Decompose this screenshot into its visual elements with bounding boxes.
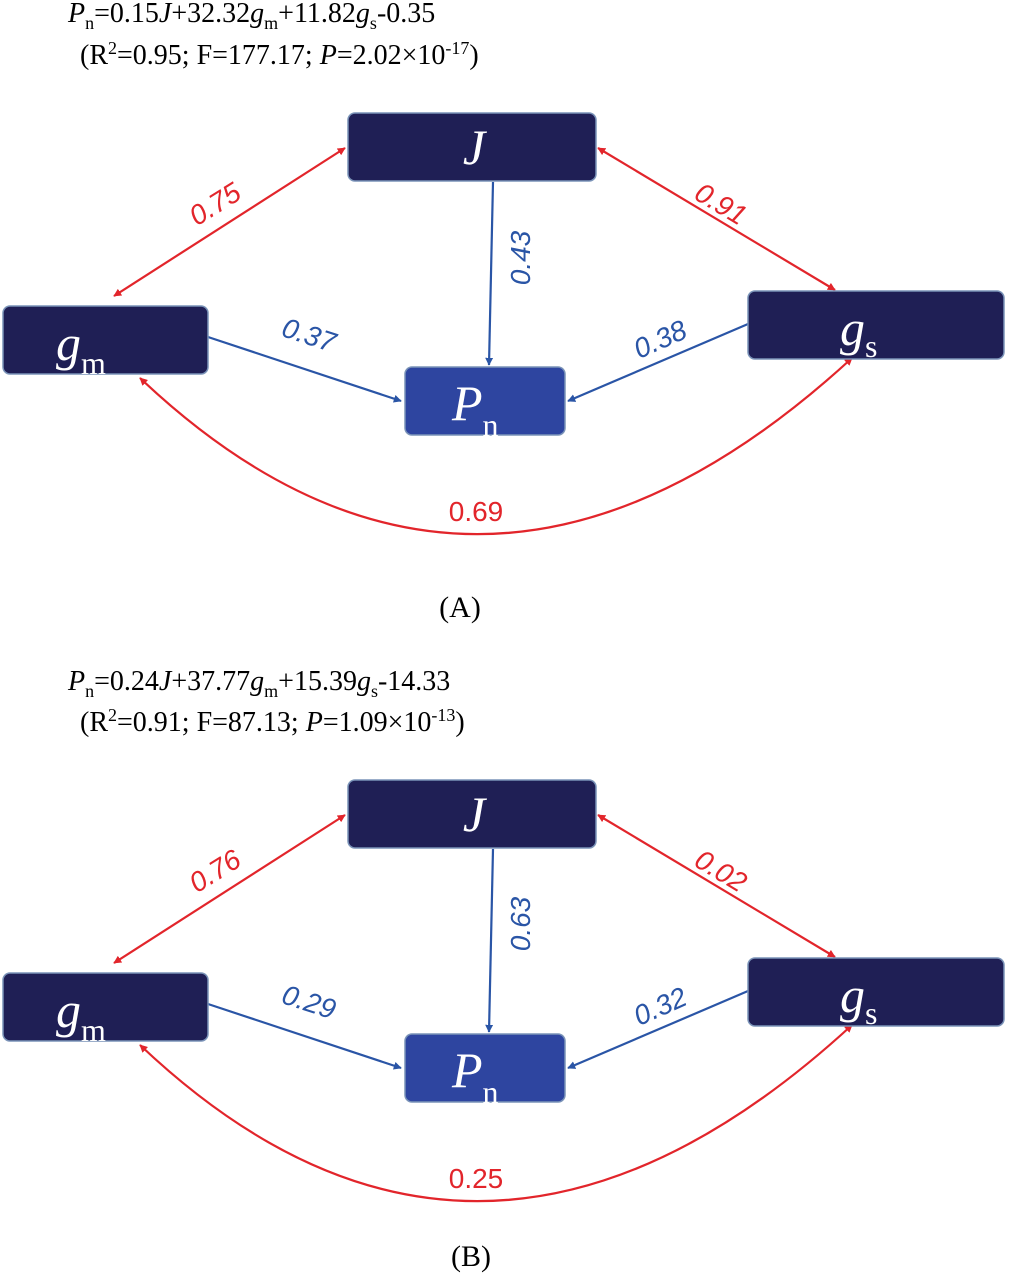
regression-statistics: (R2=0.91; F=87.13; P=1.09×10-13) [80,705,465,738]
corr-arrow-j-gs [597,147,836,291]
coef-gm-pn: 0.29 [278,979,339,1025]
coef-gm-pn: 0.37 [278,312,341,359]
svg-text:J: J [463,786,488,842]
path-arrow-j-pn [485,848,495,1033]
panel-a: Pn=0.15J+32.32gm+11.82gs-0.35 (R2=0.95; … [2,0,1005,624]
path-arrow-j-pn [485,181,495,366]
path-arrow-gm-pn [207,335,402,403]
panel-label: (A) [439,591,481,624]
regression-equation: Pn=0.24J+37.77gm+15.39gs-14.33 [67,666,450,701]
corr-arrow-j-gm [113,147,346,297]
svg-text:gs: gs [840,967,877,1031]
svg-text:gs: gs [840,300,877,364]
coef-j-pn: 0.63 [505,896,536,951]
corr-arrow-j-gs [597,814,836,958]
svg-text:J: J [463,119,488,175]
svg-text:Pn: Pn [451,375,499,443]
corr-arrow-gm-gs [139,1024,853,1203]
coef-j-pn: 0.43 [505,230,536,285]
coef-gs-pn: 0.38 [629,314,692,365]
path-arrow-gs-pn [567,322,749,403]
svg-text:gm: gm [56,315,106,381]
svg-text:Pn: Pn [451,1042,499,1110]
coef-j-gs: 0.02 [690,844,753,899]
node-j: J [347,779,597,849]
node-gs: gs [747,957,1005,1031]
path-arrow-gm-pn [207,1002,402,1070]
corr-arrow-gm-gs [139,357,853,536]
coef-gm-gs: 0.69 [449,496,504,527]
coef-gm-gs: 0.25 [449,1163,504,1194]
panel-label: (B) [451,1240,491,1273]
coef-j-gm: 0.76 [184,843,247,898]
coef-j-gs: 0.91 [690,177,753,232]
panel-b: Pn=0.24J+37.77gm+15.39gs-14.33 (R2=0.91;… [2,666,1005,1273]
path-arrow-gs-pn [567,989,749,1070]
svg-text:gm: gm [56,982,106,1048]
coef-j-gm: 0.75 [184,176,247,231]
node-j: J [347,112,597,182]
node-pn: Pn [404,1033,566,1110]
node-pn: Pn [404,366,566,443]
corr-arrow-j-gm [113,814,346,964]
node-gs: gs [747,290,1005,364]
coef-gs-pn: 0.32 [629,981,692,1032]
node-gm: gm [2,972,209,1048]
regression-equation: Pn=0.15J+32.32gm+11.82gs-0.35 [67,0,435,33]
node-gm: gm [2,305,209,381]
regression-statistics: (R2=0.95; F=177.17; P=2.02×10-17) [80,38,479,71]
